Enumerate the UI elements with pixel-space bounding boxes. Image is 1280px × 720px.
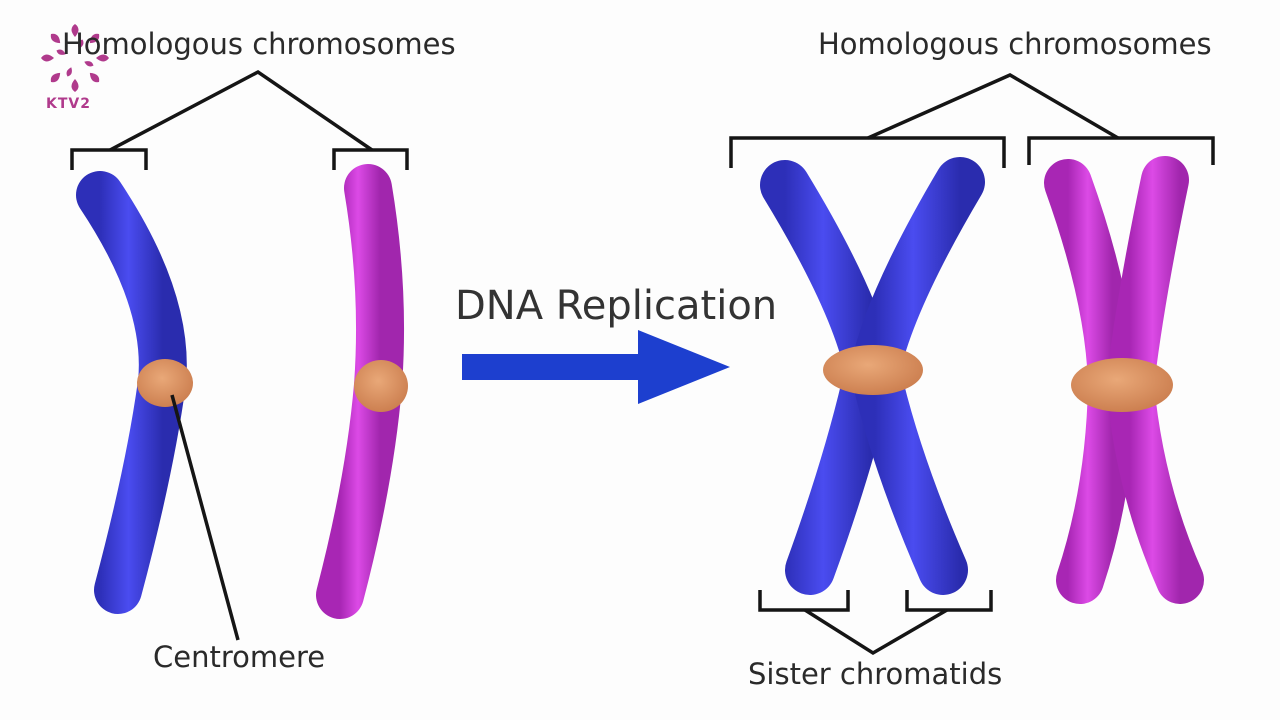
label-centromere: Centromere	[153, 640, 326, 674]
centromere-left-blue	[137, 359, 193, 407]
bracket-right-blue-pair	[729, 136, 1006, 168]
label-homologous-right: Homologous chromosomes	[818, 27, 1212, 61]
ktv2-logo-icon	[41, 24, 109, 92]
bracket-sister-left	[758, 590, 850, 612]
label-sister-chromatids: Sister chromatids	[748, 657, 1003, 691]
bracket-left-blue	[70, 148, 148, 170]
replication-arrow	[462, 330, 730, 404]
centromere-right-blue	[823, 345, 923, 395]
centromere-right-magenta	[1071, 358, 1173, 412]
logo-text: KTV2	[46, 96, 91, 112]
bracket-sister-right	[905, 590, 993, 612]
label-homologous-left: Homologous chromosomes	[62, 27, 456, 61]
centromere-pointer-line	[170, 394, 240, 641]
centromere-left-magenta	[354, 360, 408, 412]
label-dna-replication: DNA Replication	[455, 283, 778, 329]
connector-homologous-left	[109, 69, 373, 152]
bracket-right-magenta-pair	[1027, 136, 1215, 165]
connector-homologous-right	[867, 73, 1119, 140]
connector-sister-chromatids	[804, 608, 948, 656]
